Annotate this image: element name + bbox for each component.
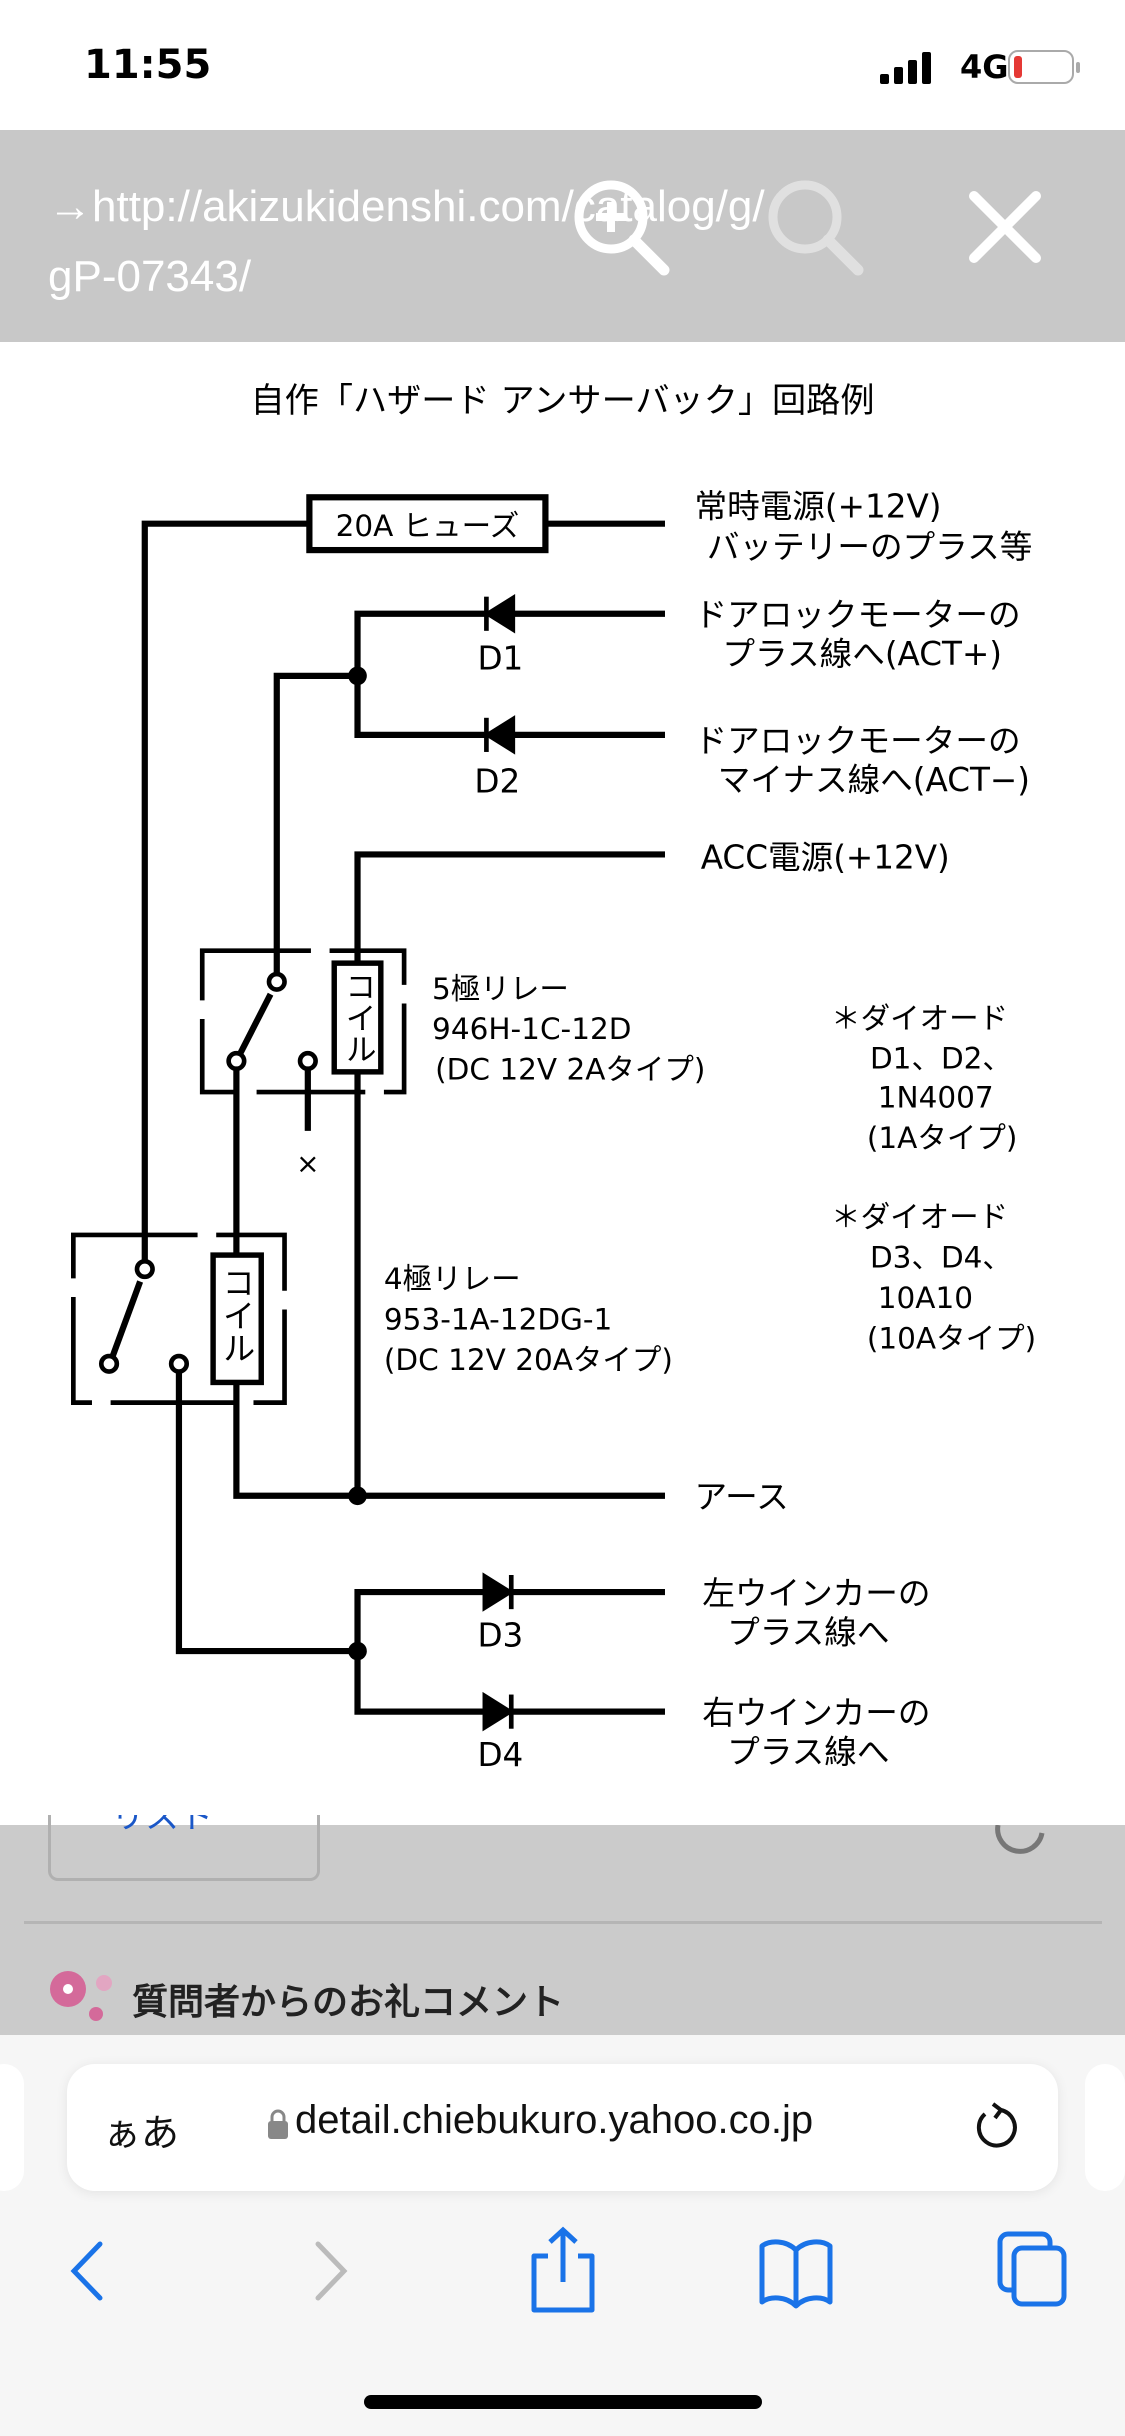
fuse-box: [306, 494, 549, 554]
tabs-icon[interactable]: [996, 2230, 1072, 2310]
page-background: リスト 質問者からのお礼コメント: [0, 1815, 1125, 2035]
diode-d1: [483, 594, 516, 634]
note1-line: (1Aタイプ): [867, 1121, 1017, 1155]
note2-line: 10A10: [878, 1281, 973, 1315]
relay4-box: [71, 1232, 287, 1405]
coil-label-4: コイル: [217, 1266, 255, 1364]
zoom-out-icon[interactable]: [760, 172, 870, 282]
relay4-spec: (DC 12V 20Aタイプ): [384, 1343, 673, 1377]
list-button[interactable]: リスト: [48, 1815, 320, 1881]
relay5-spec: (DC 12V 2Aタイプ): [435, 1053, 705, 1087]
relay4-coil: [210, 1252, 264, 1386]
status-bar: 11:55 4G: [0, 0, 1125, 130]
clock: 11:55: [84, 42, 212, 88]
lock-icon: [268, 2109, 288, 2139]
diode-d4: [482, 1691, 515, 1732]
close-icon[interactable]: [968, 190, 1042, 264]
source-link-cont[interactable]: gP-07343/: [48, 252, 252, 301]
label-left-1: 左ウインカーの: [702, 1574, 930, 1612]
bookmarks-icon[interactable]: [758, 2234, 834, 2310]
image-viewer-header: →http://akizukidenshi.com/catalog/g/ gP-…: [0, 130, 1125, 342]
diode-d3: [482, 1572, 515, 1612]
relay4-model: 953-1A-12DG-1: [384, 1303, 612, 1337]
home-indicator: [364, 2395, 762, 2409]
diode-d2: [483, 715, 516, 755]
note2-line: (10Aタイプ): [867, 1321, 1036, 1355]
fuse-label: 20A ヒューズ: [336, 509, 520, 543]
note1-line: D1、D2、: [870, 1042, 1012, 1076]
note1-line: 1N4007: [878, 1081, 994, 1115]
section-title: 質問者からのお礼コメント: [132, 1982, 565, 2023]
relay5-model: 946H-1C-12D: [432, 1012, 631, 1046]
label-power-2: バッテリーのプラス等: [707, 528, 1032, 566]
label-d2: D2: [474, 762, 520, 800]
note2-line: ＊ダイオード: [831, 1200, 1008, 1234]
label-act-minus-1: ドアロックモーターの: [694, 722, 1020, 760]
list-button-label: リスト: [111, 1815, 213, 1837]
diagram-title: 自作「ハザード アンサーバック」回路例: [251, 381, 875, 421]
reload-icon[interactable]: [967, 2100, 1023, 2156]
unused-terminal: ×: [296, 1147, 319, 1180]
zoom-in-icon[interactable]: [566, 172, 676, 282]
relay5-box: [199, 948, 407, 1095]
label-d1: D1: [477, 640, 523, 678]
address-bar[interactable]: ぁあ detail.chiebukuro.yahoo.co.jp: [67, 2064, 1058, 2191]
prev-tab-card[interactable]: [0, 2064, 24, 2191]
junctions: [348, 666, 367, 1661]
circuit-diagram-image: 自作「ハザード アンサーバック」回路例 20A ヒューズ 常時電源(+12V) …: [0, 342, 1125, 1825]
relay5-coil: [331, 960, 384, 1075]
wires: [109, 494, 665, 1715]
battery-icon: [1008, 50, 1080, 84]
next-tab-card[interactable]: [1085, 2064, 1125, 2191]
reader-options-button[interactable]: ぁあ: [103, 2111, 180, 2155]
share-icon[interactable]: [526, 2226, 600, 2316]
relay4-name: 4極リレー: [384, 1262, 521, 1296]
relay5-name: 5極リレー: [432, 972, 569, 1006]
label-act-minus-2: マイナス線へ(ACT−): [718, 761, 1030, 799]
label-act-plus-2: プラス線へ(ACT+): [722, 635, 1002, 673]
label-acc: ACC電源(+12V): [701, 838, 950, 876]
url-text[interactable]: detail.chiebukuro.yahoo.co.jp: [295, 2098, 814, 2142]
back-icon[interactable]: [64, 2236, 114, 2306]
coil-label-5: コイル: [340, 971, 376, 1064]
label-left-2: プラス線へ: [727, 1613, 889, 1651]
network-type: 4G: [960, 48, 1009, 86]
sakura-icon: [50, 1971, 112, 2021]
circuit-diagram: 自作「ハザード アンサーバック」回路例 20A ヒューズ 常時電源(+12V) …: [71, 381, 1036, 1774]
label-ground: アース: [694, 1478, 788, 1516]
note2-line: D3、D4、: [870, 1241, 1012, 1275]
note1-line: ＊ダイオード: [831, 1001, 1008, 1035]
label-act-plus-1: ドアロックモーターの: [694, 596, 1020, 634]
divider: [24, 1921, 1102, 1924]
clip-icon[interactable]: [992, 1825, 1052, 1861]
label-right-1: 右ウインカーの: [702, 1694, 930, 1732]
label-d4: D4: [477, 1736, 523, 1774]
label-power-1: 常時電源(+12V): [694, 487, 941, 525]
signal-icon: [880, 52, 931, 84]
forward-icon[interactable]: [306, 2236, 356, 2306]
label-d3: D3: [477, 1616, 523, 1654]
label-right-2: プラス線へ: [727, 1733, 889, 1771]
